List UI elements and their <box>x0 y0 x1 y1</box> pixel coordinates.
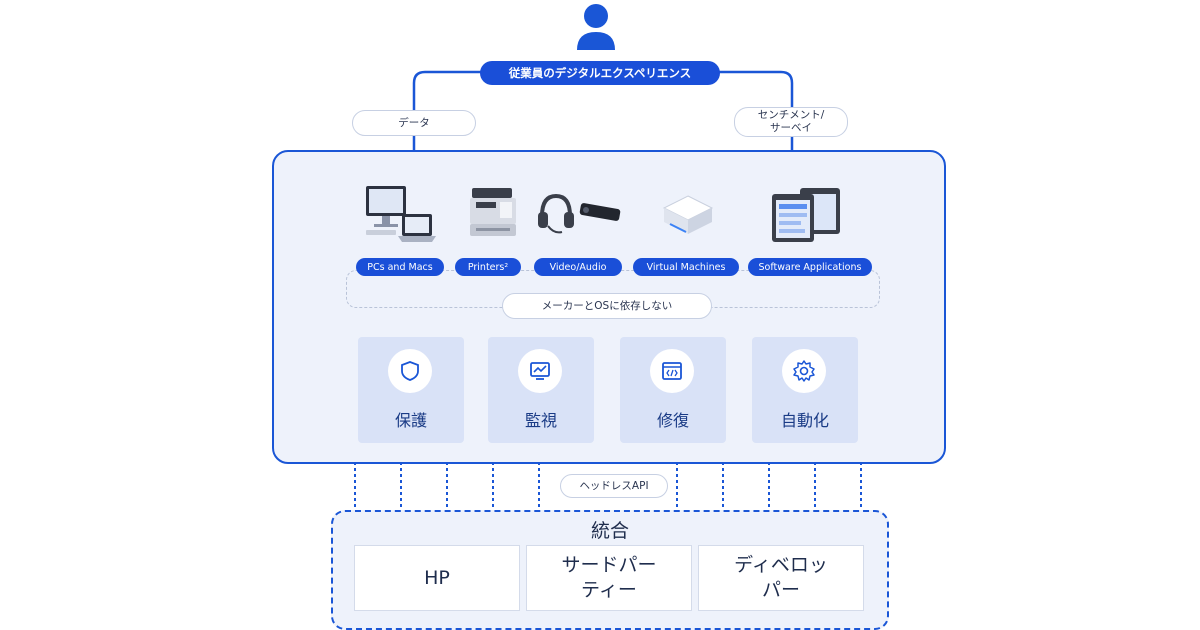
headset-camera-icon <box>538 193 621 234</box>
capability-label: 自動化 <box>780 411 829 430</box>
device-label-software-applications: Software Applications <box>748 258 872 276</box>
integration-developer: ディベロッ パー <box>698 545 864 611</box>
integration-third-party: サードパー ティー <box>526 545 692 611</box>
capability-label: 監視 <box>524 411 557 430</box>
device-label-virtual-machines: Virtual Machines <box>633 258 739 276</box>
gear-icon <box>793 360 815 382</box>
device-label-printers: Printers² <box>455 258 521 276</box>
integration-title: 統合 <box>590 520 629 542</box>
capability-monitor: 監視 <box>488 337 594 443</box>
integration-hp: HP <box>354 545 520 611</box>
capability-label: 修復 <box>656 411 689 430</box>
shield-icon <box>401 361 419 381</box>
virtual-machine-icon <box>662 195 714 234</box>
capability-remediate: 修復 <box>620 337 726 443</box>
laptop-desktop-icon <box>366 186 436 242</box>
code-window-icon <box>662 362 682 380</box>
headless-api-label: ヘッドレスAPI <box>560 474 668 498</box>
vendor-agnostic-label: メーカーとOSに依存しない <box>502 293 712 319</box>
device-label-pcs: PCs and Macs <box>356 258 444 276</box>
sentiment-survey-label: センチメント/ サーベイ <box>734 107 848 137</box>
printer-icon <box>470 188 516 236</box>
capability-protect: 保護 <box>358 337 464 443</box>
data-flow-label: データ <box>352 110 476 136</box>
capability-label: 保護 <box>394 411 427 430</box>
api-dotted-connectors <box>354 462 862 510</box>
monitor-chart-icon <box>530 362 550 380</box>
capability-automate: 自動化 <box>752 337 858 443</box>
employee-experience-label: 従業員のデジタルエクスペリエンス <box>480 61 720 85</box>
person-icon <box>577 4 615 50</box>
application-windows-icon <box>772 188 840 242</box>
device-label-video-audio: Video/Audio <box>534 258 622 276</box>
